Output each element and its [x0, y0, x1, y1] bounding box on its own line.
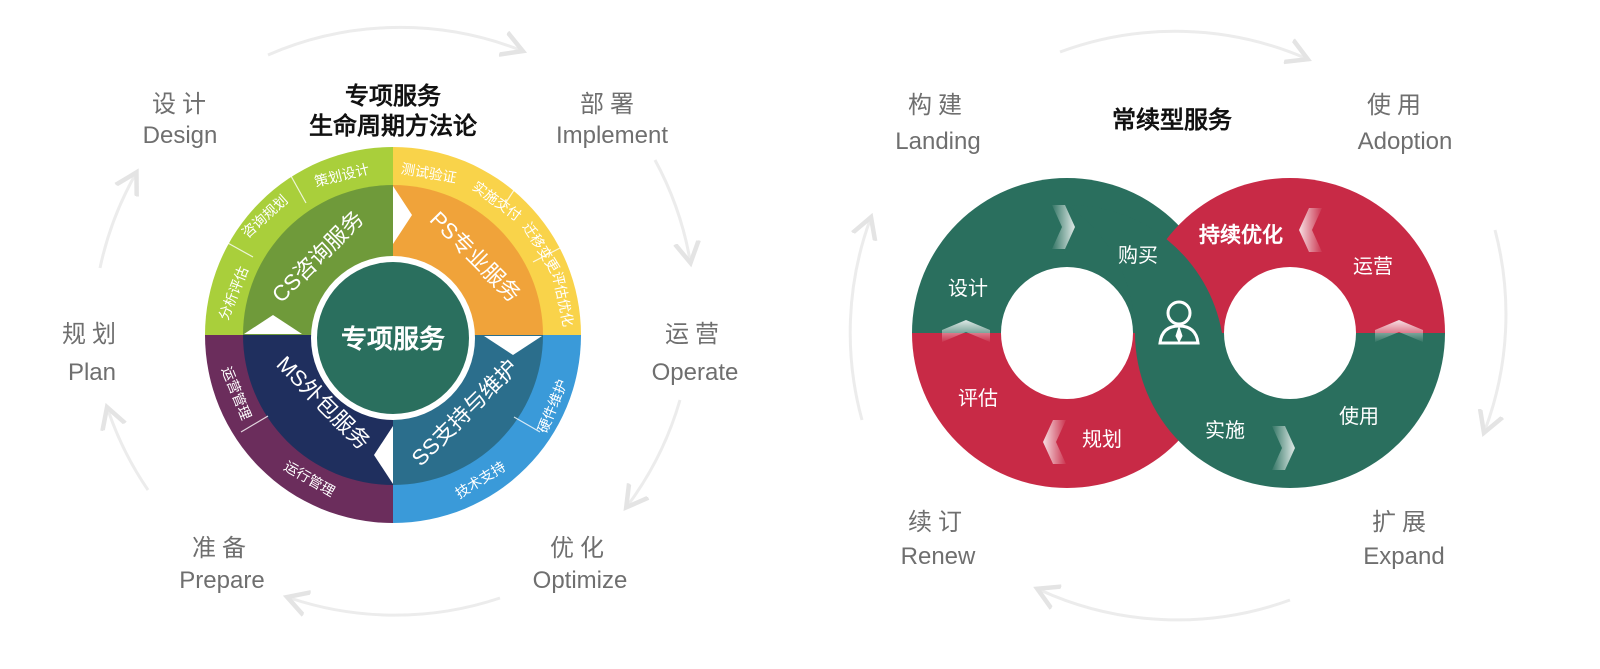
right-loop-top-red: [1135, 178, 1445, 333]
right-title: 常续型服务: [1112, 106, 1233, 134]
phase-implement: 部署 Implement: [556, 91, 668, 149]
phase-expand-cn: 扩展: [1372, 509, 1432, 536]
phase-operate-en: Operate: [652, 359, 739, 386]
phase-renew: 续订 Renew: [901, 509, 976, 570]
chevron-right-top-left: [1052, 205, 1075, 249]
right-loop: [1135, 178, 1445, 488]
outer-cycle-arrows: [98, 25, 690, 615]
phase-expand: 扩展 Expand: [1363, 509, 1444, 570]
pointer-top: [393, 186, 412, 244]
phase-design-cn: 设计: [152, 91, 212, 118]
right-loop-improve: 持续优化: [1199, 223, 1283, 247]
phase-prepare-cn: 准备: [192, 535, 252, 562]
left-loop-plan: 规划: [1082, 428, 1122, 451]
phase-adoption-cn: 使用: [1367, 92, 1427, 119]
core-label: 专项服务: [341, 324, 445, 354]
phase-landing-en: Landing: [895, 128, 980, 155]
pointer-left: [244, 315, 302, 334]
cycle-arrow-top: [267, 25, 520, 55]
cycle-arrow-left-upper: [98, 175, 135, 269]
phase-plan-en: Plan: [68, 359, 116, 386]
phase-expand-en: Expand: [1363, 543, 1444, 570]
right-lifecycle-diagram: 构建 Landing 使用 Adoption 续订 Renew 扩展 Expan…: [848, 29, 1508, 622]
phase-optimize-en: Optimize: [533, 567, 628, 594]
phase-implement-en: Implement: [556, 122, 668, 149]
chevron-right-bottom-right: [1272, 426, 1295, 470]
right-loop-bottom-green: [1135, 333, 1445, 488]
phase-adoption-en: Adoption: [1358, 128, 1453, 155]
phase-landing-cn: 构建: [908, 92, 968, 119]
phase-adoption: 使用 Adoption: [1358, 92, 1453, 155]
right-cycle-arrow-bottom: [1040, 590, 1291, 622]
left-loop-assess: 评估: [958, 387, 998, 410]
phase-prepare: 准备 Prepare: [179, 535, 264, 594]
chevron-up-right: [1375, 320, 1423, 342]
left-loop-hole: [1001, 267, 1133, 399]
phase-renew-en: Renew: [901, 543, 976, 570]
chevron-left-bottom-left: [1043, 420, 1066, 464]
phase-prepare-en: Prepare: [179, 567, 264, 594]
core-circle: [317, 262, 469, 414]
phase-optimize: 优化 Optimize: [533, 535, 628, 594]
phase-landing: 构建 Landing: [895, 92, 980, 155]
phase-design: 设计 Design: [143, 91, 218, 149]
outer-ring-separators: [225, 175, 561, 433]
cycle-arrow-right-upper: [653, 159, 690, 260]
left-loop-green-overlap: [1067, 204, 1222, 333]
phase-operate: 运营 Operate: [652, 321, 739, 386]
left-lifecycle-diagram: 设计 Design 部署 Implement 规划 Plan 运营 Operat…: [62, 25, 739, 615]
right-loop-hole: [1224, 267, 1356, 399]
right-cycle-arrow-top: [1059, 29, 1305, 58]
phase-renew-cn: 续订: [908, 509, 968, 536]
phase-plan: 规划 Plan: [62, 321, 122, 386]
left-loop-buy: 购买: [1118, 244, 1158, 267]
pointer-right: [484, 336, 542, 355]
phase-implement-cn: 部署: [580, 91, 640, 118]
phase-plan-cn: 规划: [62, 321, 122, 348]
left-loop-design: 设计: [948, 277, 988, 300]
cycle-arrow-bottom: [290, 598, 501, 615]
left-title-line1: 专项服务: [345, 82, 442, 110]
right-cycle-arrow-right: [1485, 229, 1508, 430]
right-loop-operate: 运营: [1353, 255, 1393, 278]
left-title-line2: 生命周期方法论: [309, 112, 478, 140]
right-cycle-arrow-left: [848, 220, 870, 421]
chevron-up-left: [942, 320, 990, 342]
phase-operate-cn: 运营: [665, 321, 725, 348]
person-icon: [1158, 300, 1200, 345]
pointer-bottom: [374, 426, 393, 484]
phase-design-en: Design: [143, 122, 218, 149]
phase-optimize-cn: 优化: [550, 535, 610, 562]
chevron-left-top-right: [1299, 208, 1322, 252]
cycle-arrow-left-lower: [108, 410, 150, 491]
quadrant-pointers: [244, 186, 542, 484]
right-loop-use: 使用: [1339, 405, 1379, 428]
right-outer-cycle-arrows: [848, 29, 1508, 622]
cycle-arrow-right-lower: [628, 399, 682, 505]
loop-chevrons: [942, 205, 1423, 470]
right-loop-implement: 实施: [1205, 419, 1245, 442]
